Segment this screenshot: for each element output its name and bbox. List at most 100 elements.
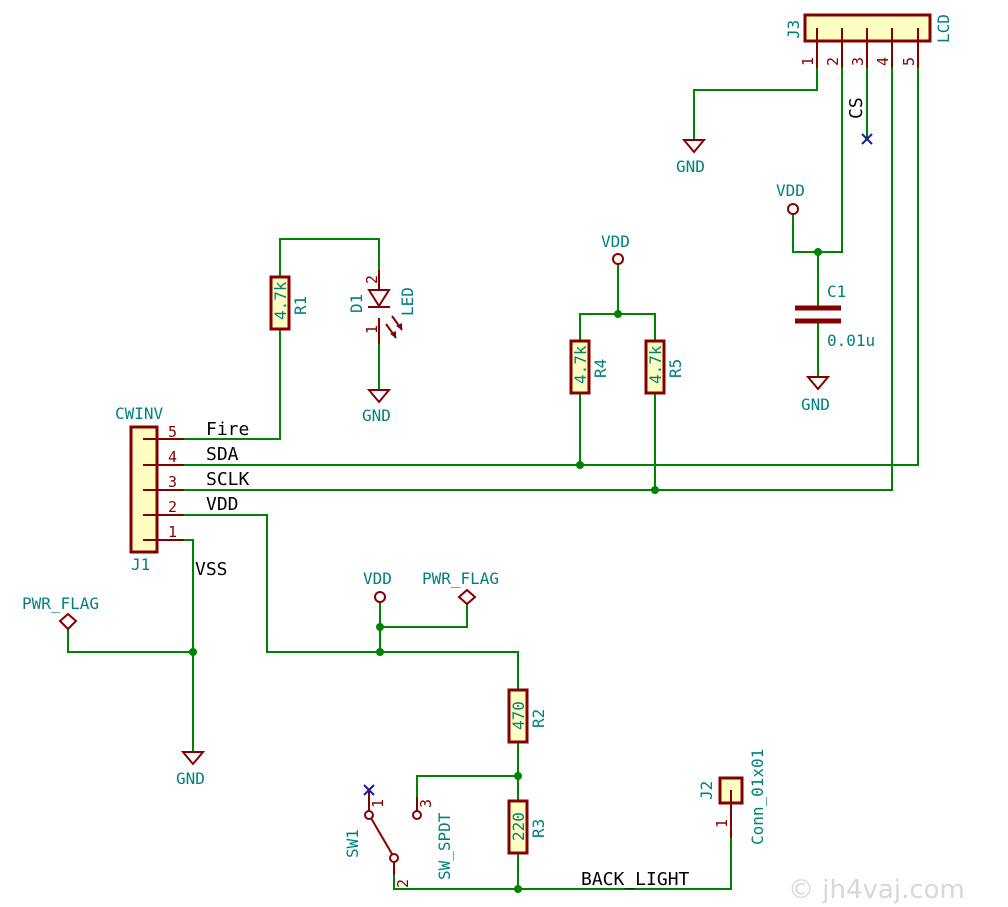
vdd-symbol: VDD [363, 569, 392, 603]
pwr-flag-label: PWR_FLAG [22, 594, 99, 613]
junction-dot [189, 648, 197, 656]
wire-r1-led [279, 238, 380, 277]
sw1-pin1: 1 [369, 799, 387, 808]
r3-ref: R3 [529, 819, 548, 838]
j1-pin-number: 2 [168, 498, 177, 516]
r4-value: 4.7k [571, 345, 590, 384]
net-label-fire: Fire [206, 419, 249, 440]
resistor-r5[interactable]: 4.7k R5 [644, 339, 685, 395]
j1-pin-number: 1 [168, 523, 177, 541]
j3-value: LCD [934, 14, 953, 43]
wire-sw-pin3 [416, 775, 519, 798]
j3-ref: J3 [784, 20, 803, 39]
j3-pin-number: 1 [799, 57, 817, 66]
d1-pin1: 1 [363, 325, 381, 334]
gnd-symbol: GND [801, 376, 831, 414]
net-label-vdd: VDD [206, 494, 239, 515]
wire-j3-sda [156, 67, 919, 466]
no-connect-sw1 [363, 784, 375, 796]
resistor-r2[interactable]: 470 R2 [507, 688, 548, 744]
junctions [189, 248, 822, 893]
junction-dot [514, 885, 522, 893]
j2-value: Conn_01x01 [748, 749, 767, 845]
vdd-symbol: VDD [776, 181, 805, 215]
capacitor-c1[interactable]: C1 0.01u [795, 282, 875, 350]
r2-body [507, 688, 529, 744]
gnd-symbol: GND [676, 139, 707, 176]
junction-dot [376, 648, 384, 656]
d1-ref: D1 [347, 294, 366, 313]
connector-j1[interactable]: CWINV J1 5 4 3 2 1 [115, 404, 184, 574]
c1-ref: C1 [827, 282, 846, 301]
wire-j3-gnd [693, 67, 818, 141]
gnd-label: GND [676, 157, 705, 176]
r1-value: 4.7k [271, 281, 290, 320]
resistor-r4[interactable]: 4.7k R4 [569, 339, 610, 395]
j1-pin-number: 5 [168, 423, 177, 441]
wire-fire [156, 329, 281, 440]
junction-dot [376, 623, 384, 631]
wire-j3-sclk [156, 67, 893, 491]
j1-ref: J1 [131, 555, 150, 574]
pwr-flag-symbol: PWR_FLAG [422, 569, 499, 606]
j2-ref: J2 [697, 781, 716, 800]
j3-pin-number: 5 [900, 57, 918, 66]
j3-pin-number: 2 [824, 57, 842, 66]
junction-dot [514, 772, 522, 780]
junction-dot [576, 461, 584, 469]
switch-sw1[interactable]: 1 2 3 SW1 SW_SPDT [343, 791, 454, 888]
net-label-sda: SDA [206, 444, 239, 465]
j2-pin1: 1 [713, 819, 731, 828]
r1-ref: R1 [291, 296, 310, 315]
sw1-pin2: 2 [394, 879, 412, 888]
r5-ref: R5 [666, 359, 685, 378]
net-label-vss: VSS [195, 559, 228, 580]
d1-value: LED [398, 287, 417, 316]
junction-dot [814, 248, 822, 256]
resistor-r1[interactable]: 4.7k R1 [269, 275, 310, 331]
resistor-r3[interactable]: 220 R3 [507, 799, 548, 855]
connector-j3[interactable]: J3 LCD 1 2 3 4 5 [784, 13, 953, 68]
wire-backlight [393, 837, 732, 890]
r5-value: 4.7k [646, 345, 665, 384]
j1-pin-number: 4 [168, 448, 177, 466]
gnd-label: GND [176, 769, 205, 788]
connector-j2[interactable]: J2 Conn_01x01 1 [697, 749, 767, 845]
j3-pin-number: 3 [849, 57, 867, 66]
no-connect-cs [861, 133, 873, 145]
r2-value: 470 [509, 701, 528, 730]
r1-body [269, 275, 291, 331]
r4-ref: R4 [591, 359, 610, 378]
r2-ref: R2 [529, 709, 548, 728]
sw1-value: SW_SPDT [435, 812, 454, 880]
wire-j3-c1 [817, 67, 843, 253]
junction-dot [651, 486, 659, 494]
d1-pin2: 2 [363, 275, 381, 284]
led-d1[interactable]: 2 1 D1 LED [347, 270, 417, 344]
wire-vss [156, 539, 194, 753]
vdd-label: VDD [601, 232, 630, 251]
j3-pin-number: 4 [874, 57, 892, 66]
j1-value: CWINV [115, 404, 164, 423]
vdd-label: VDD [363, 569, 392, 588]
pwr-flag-label: PWR_FLAG [422, 569, 499, 588]
net-label-back-light: BACK_LIGHT [581, 869, 690, 890]
c1-value: 0.01u [827, 331, 875, 350]
vdd-label: VDD [776, 181, 805, 200]
vdd-symbol: VDD [601, 232, 630, 265]
gnd-symbol: GND [176, 751, 206, 788]
gnd-label: GND [362, 406, 391, 425]
junction-dot [614, 310, 622, 318]
net-label-sclk: SCLK [206, 469, 250, 490]
gnd-label: GND [801, 395, 830, 414]
sw1-pin3: 3 [417, 799, 435, 808]
wire-flag1 [67, 628, 194, 653]
r3-value: 220 [509, 812, 528, 841]
gnd-symbol: GND [362, 389, 392, 425]
watermark: © jh4vaj.com [788, 875, 965, 905]
net-label-cs: CS [846, 97, 867, 119]
sw1-ref: SW1 [343, 829, 362, 858]
pwr-flag-symbol: PWR_FLAG [22, 594, 99, 631]
wire-vdd-c1 [792, 213, 819, 253]
